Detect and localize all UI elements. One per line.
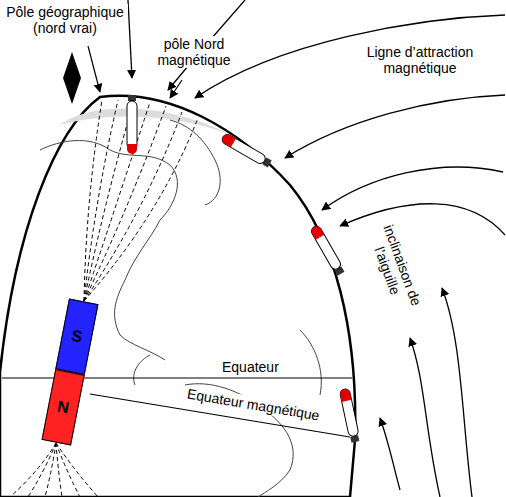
leader-line [88, 46, 100, 92]
pole-label: pôle Nord magnétique [140, 36, 248, 68]
polar-cap [60, 109, 240, 140]
leader-line [170, 80, 182, 98]
pole-label: Pôle géographique (nord vrai) [2, 4, 128, 36]
continent-outlines [40, 120, 321, 497]
magnet-pole-letter: S [70, 327, 84, 347]
compass-needle [339, 388, 360, 443]
pole-diamond [63, 52, 81, 104]
field-line-label: Ligne d’attraction magnétique [340, 44, 500, 76]
magnet-pole-letter: N [56, 397, 71, 417]
globe-outline [0, 96, 355, 497]
inclination-label: inclinaison de l’aiguille [363, 216, 427, 321]
field-arrows [128, 0, 505, 497]
compass-needle [127, 95, 137, 154]
compass-needle [220, 133, 272, 169]
inner-field-lines [10, 100, 198, 497]
equator-label: Equateur [220, 359, 281, 375]
compass-needle [310, 224, 346, 276]
